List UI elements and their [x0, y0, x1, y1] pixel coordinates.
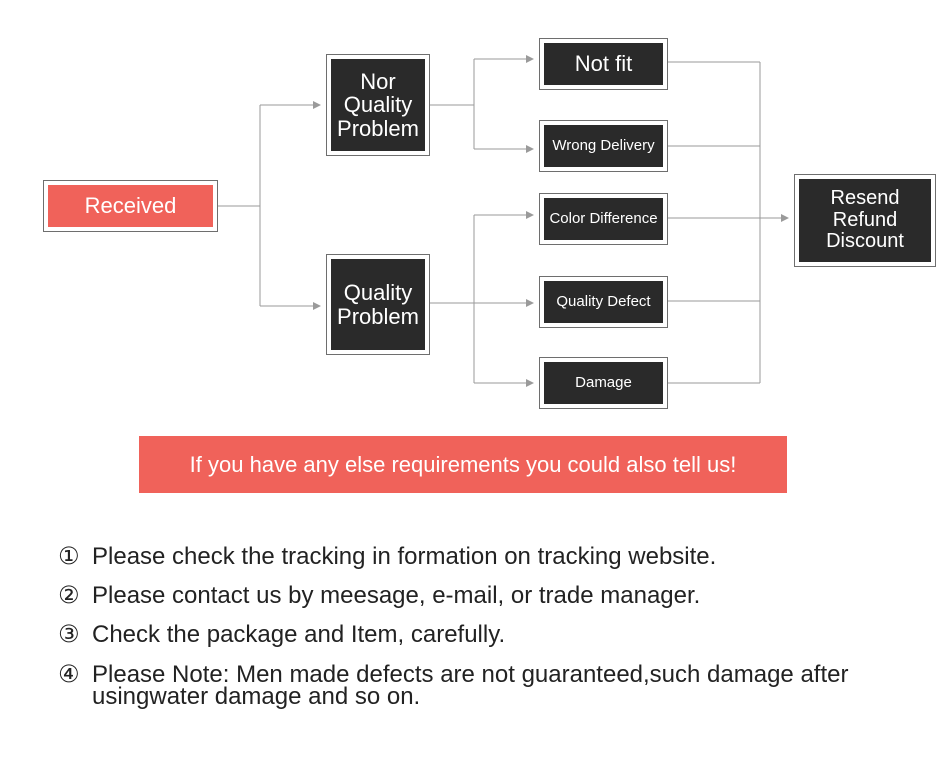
node-wrong-delivery: Wrong Delivery	[539, 120, 668, 172]
requirements-banner-text: If you have any else requirements you co…	[189, 451, 737, 477]
node-resolution-label: Resend Refund Discount	[799, 179, 931, 262]
flow-diagram: Received Nor Quality Problem Quality Pro…	[43, 38, 936, 409]
note-text: Please check the tracking in formation o…	[92, 543, 717, 570]
node-received: Received	[43, 180, 218, 232]
node-color-difference: Color Difference	[539, 193, 668, 245]
node-not-fit-label: Not fit	[544, 43, 663, 85]
node-damage: Damage	[539, 357, 668, 409]
node-damage-label: Damage	[544, 362, 663, 404]
node-received-label: Received	[48, 185, 213, 227]
node-quality-defect-label: Quality Defect	[544, 281, 663, 323]
node-color-difference-label: Color Difference	[544, 198, 663, 240]
node-nor-quality-problem: Nor Quality Problem	[326, 54, 430, 156]
node-quality-defect: Quality Defect	[539, 276, 668, 328]
node-wrong-delivery-label: Wrong Delivery	[544, 125, 663, 167]
note-item: ④ Please Note: Men made defects are not …	[58, 661, 938, 710]
note-text: Please contact us by meesage, e-mail, or…	[92, 582, 701, 609]
note-text: Check the package and Item, carefully.	[92, 621, 506, 648]
notes-list: ① Please check the tracking in formation…	[58, 543, 938, 710]
note-item: ① Please check the tracking in formation…	[58, 543, 938, 570]
note-text: Please Note: Men made defects are not gu…	[92, 661, 849, 710]
node-quality-problem-label: Quality Problem	[331, 259, 425, 350]
node-quality-problem: Quality Problem	[326, 254, 430, 355]
node-nor-quality-problem-label: Nor Quality Problem	[331, 59, 425, 151]
note-item: ③ Check the package and Item, carefully.	[58, 621, 938, 648]
note-number: ③	[58, 621, 80, 648]
note-number: ①	[58, 543, 80, 570]
node-not-fit: Not fit	[539, 38, 668, 90]
note-number: ④	[58, 661, 80, 688]
connector-lines	[218, 55, 789, 387]
node-resolution: Resend Refund Discount	[794, 174, 936, 267]
requirements-banner: If you have any else requirements you co…	[139, 436, 787, 493]
note-number: ②	[58, 582, 80, 609]
note-item: ② Please contact us by meesage, e-mail, …	[58, 582, 938, 609]
